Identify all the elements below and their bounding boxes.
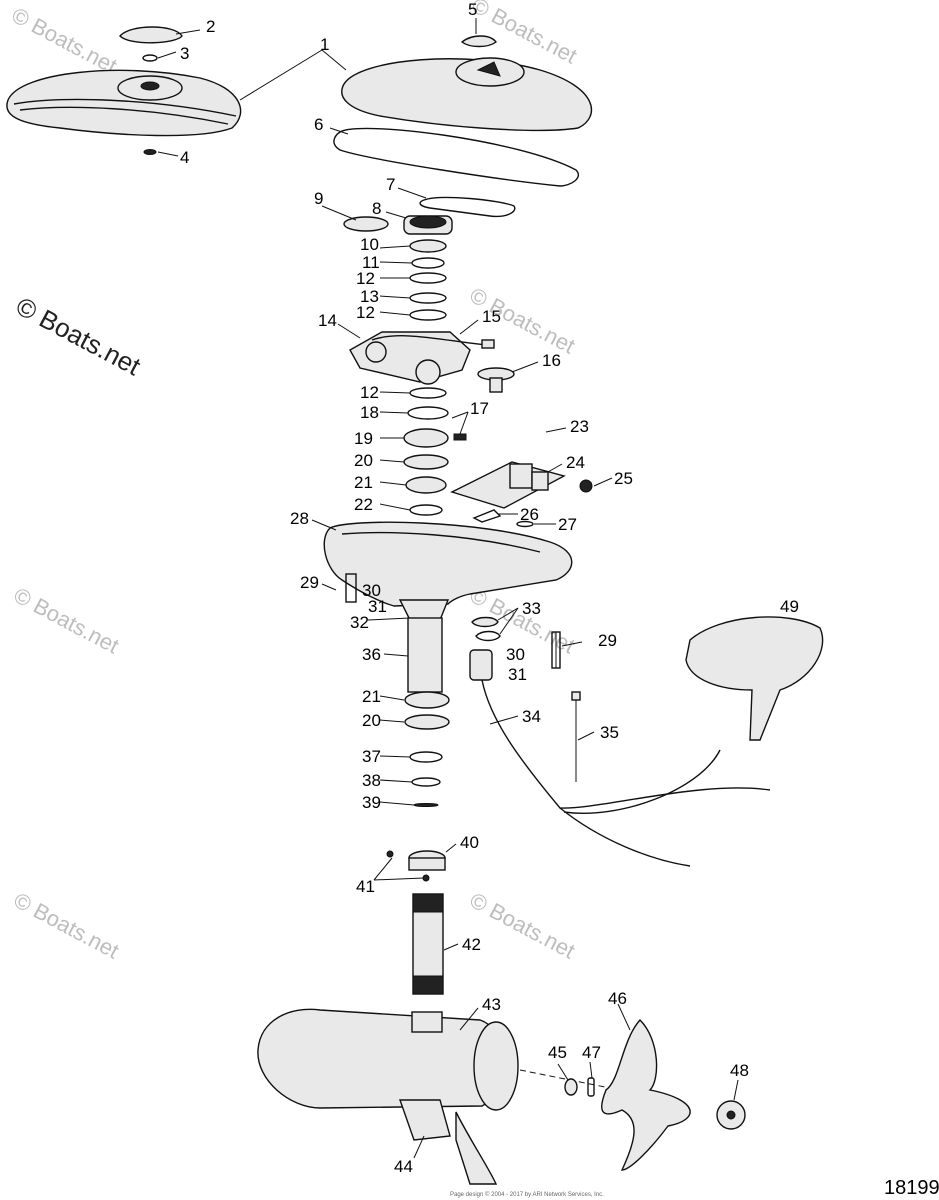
callout-48: 48 xyxy=(730,1061,749,1080)
callout-13: 13 xyxy=(360,287,379,306)
callout-45: 45 xyxy=(548,1043,567,1062)
callout-7: 7 xyxy=(386,175,395,194)
callout-10: 10 xyxy=(360,235,379,254)
callout-18: 18 xyxy=(360,403,379,422)
leader-lines xyxy=(157,18,739,1159)
cover-right-drawing xyxy=(333,35,593,218)
callout-26: 26 xyxy=(520,505,539,524)
callout-25: 25 xyxy=(614,469,633,488)
callout-30: 30 xyxy=(362,581,381,600)
callout-20b: 20 xyxy=(362,711,381,730)
callout-29: 29 xyxy=(300,573,319,592)
callout-3: 3 xyxy=(180,44,189,63)
callout-12: 12 xyxy=(356,269,375,288)
callout-24: 24 xyxy=(566,453,585,472)
callout-28: 28 xyxy=(290,509,309,528)
watermark: © Boats.net xyxy=(466,887,580,963)
callout-12b: 12 xyxy=(356,303,375,322)
callout-16: 16 xyxy=(542,351,561,370)
callout-15: 15 xyxy=(482,307,501,326)
callout-43: 43 xyxy=(482,995,501,1014)
part-callouts: 2 3 4 1 5 6 7 9 8 10 11 12 13 12 14 15 1… xyxy=(180,0,799,1176)
shaft-bearings-drawing xyxy=(404,691,450,807)
callout-6: 6 xyxy=(314,115,323,134)
callout-47: 47 xyxy=(582,1043,601,1062)
watermark-main: © Boats.net xyxy=(11,291,146,382)
watermark: © Boats.net xyxy=(10,887,124,963)
callout-11: 11 xyxy=(362,253,380,272)
callout-21b: 21 xyxy=(362,687,381,706)
callout-42: 42 xyxy=(462,935,481,954)
callout-39: 39 xyxy=(362,793,381,812)
callout-12c: 12 xyxy=(360,383,379,402)
watermark: © Boats.net xyxy=(10,582,124,658)
callout-5: 5 xyxy=(468,0,477,19)
callout-34: 34 xyxy=(522,707,541,726)
upper-stack-drawing xyxy=(343,215,515,516)
callout-22: 22 xyxy=(354,495,373,514)
callout-19: 19 xyxy=(354,429,373,448)
callout-27: 27 xyxy=(558,515,577,534)
footer-copyright: Page design © 2004 - 2017 by ARI Network… xyxy=(450,1191,604,1198)
callout-46: 46 xyxy=(608,989,627,1008)
callout-29b: 29 xyxy=(598,631,617,650)
diagram-reference-number: 18199 xyxy=(884,1177,939,1199)
callout-35: 35 xyxy=(600,723,619,742)
callout-17: 17 xyxy=(470,399,489,418)
callout-37: 37 xyxy=(362,747,381,766)
callout-32: 32 xyxy=(350,613,369,632)
cable-drawing xyxy=(469,616,824,867)
callout-14: 14 xyxy=(318,311,337,330)
callout-23: 23 xyxy=(570,417,589,436)
callout-2: 2 xyxy=(206,17,215,36)
callout-8: 8 xyxy=(372,199,381,218)
callout-20: 20 xyxy=(354,451,373,470)
callout-49: 49 xyxy=(780,597,799,616)
callout-4: 4 xyxy=(180,148,189,167)
callout-44: 44 xyxy=(394,1157,413,1176)
cover-left-drawing xyxy=(6,26,242,155)
callout-30b: 30 xyxy=(506,645,525,664)
callout-31: 31 xyxy=(368,597,387,616)
callout-21: 21 xyxy=(354,473,373,492)
drive-shaft-drawing xyxy=(386,850,446,995)
callout-38: 38 xyxy=(362,771,381,790)
callout-41: 41 xyxy=(356,877,375,896)
callout-31b: 31 xyxy=(508,665,527,684)
callout-36: 36 xyxy=(362,645,381,664)
circuit-board-drawing xyxy=(450,461,593,528)
callout-33: 33 xyxy=(522,599,541,618)
callout-9: 9 xyxy=(314,189,323,208)
watermark: © Boats.net xyxy=(8,2,122,78)
callout-1: 1 xyxy=(320,35,329,54)
callout-40: 40 xyxy=(460,833,479,852)
motor-drawing xyxy=(257,1008,746,1185)
